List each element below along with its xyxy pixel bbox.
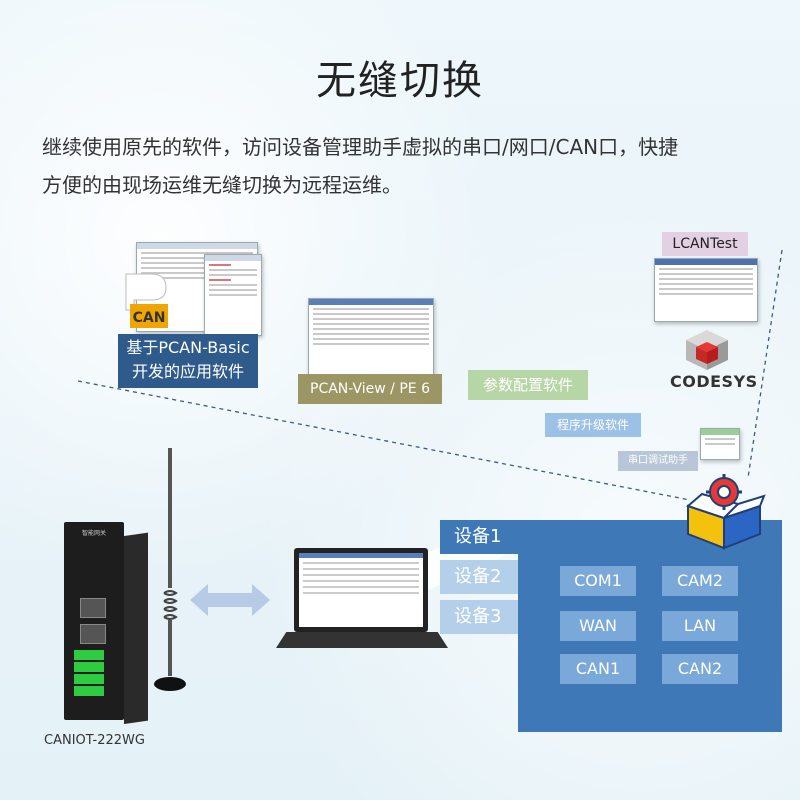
pcan-basic-label: 基于PCAN-Basic 开发的应用软件 <box>118 334 258 388</box>
terminal-block <box>74 686 104 696</box>
codesys-label: CODESYS <box>670 372 758 391</box>
pcan-view-window <box>308 298 434 376</box>
tab-device-2[interactable]: 设备2 <box>440 560 518 594</box>
port-can2[interactable]: CAN2 <box>662 654 738 684</box>
antenna-icon <box>154 448 186 691</box>
port-can1[interactable]: CAN1 <box>560 654 636 684</box>
pcan-logo-text: CAN <box>133 310 166 326</box>
terminal-block <box>74 674 104 684</box>
serial-tool-label: 串口调试助手 <box>618 451 698 471</box>
tab-device-1[interactable]: 设备1 <box>440 520 518 554</box>
pcan-basic-window-front <box>204 254 262 336</box>
ethernet-port-1 <box>80 598 106 618</box>
port-wan[interactable]: WAN <box>560 611 636 641</box>
terminal-block <box>74 650 104 660</box>
description-line-1: 继续使用原先的软件，访问设备管理助手虚拟的串口/网口/CAN口，快捷 <box>42 135 679 159</box>
description-line-2: 方便的由现场运维无缝切换为远程运维。 <box>42 173 402 197</box>
pcan-basic-label-line-2: 开发的应用软件 <box>131 362 244 381</box>
pcan-view-label: PCAN-View / PE 6 <box>298 374 442 404</box>
device-model-label: CANIOT-222WG <box>44 733 145 748</box>
ethernet-port-2 <box>80 624 106 644</box>
tab-device-3[interactable]: 设备3 <box>440 600 518 634</box>
laptop-screen <box>294 548 428 632</box>
device-head-text: 智能网关 <box>81 530 106 537</box>
upgrade-software-label: 程序升级软件 <box>545 413 641 437</box>
gateway-device: 智能网关 <box>64 522 124 720</box>
lcantest-label: LCANTest <box>662 232 748 256</box>
pcan-logo-icon: CAN <box>125 273 168 328</box>
serial-tool-window <box>700 428 740 460</box>
page-title: 无缝切换 <box>316 58 484 104</box>
laptop-base <box>276 632 448 648</box>
description: 继续使用原先的软件，访问设备管理助手虚拟的串口/网口/CAN口，快捷 方便的由现… <box>42 128 762 204</box>
bidirectional-arrow-icon <box>190 584 270 616</box>
pcan-basic-label-line-1: 基于PCAN-Basic <box>126 338 250 357</box>
lcantest-window <box>654 258 758 322</box>
port-com1[interactable]: COM1 <box>560 566 636 596</box>
terminal-block <box>74 662 104 672</box>
software-box-gear-icon <box>686 474 766 550</box>
device-panel <box>518 520 782 732</box>
codesys-cube-icon <box>686 330 728 370</box>
param-config-label: 参数配置软件 <box>468 370 588 400</box>
port-cam2[interactable]: CAM2 <box>662 566 738 596</box>
port-lan[interactable]: LAN <box>662 611 738 641</box>
gateway-device-side <box>124 532 148 724</box>
